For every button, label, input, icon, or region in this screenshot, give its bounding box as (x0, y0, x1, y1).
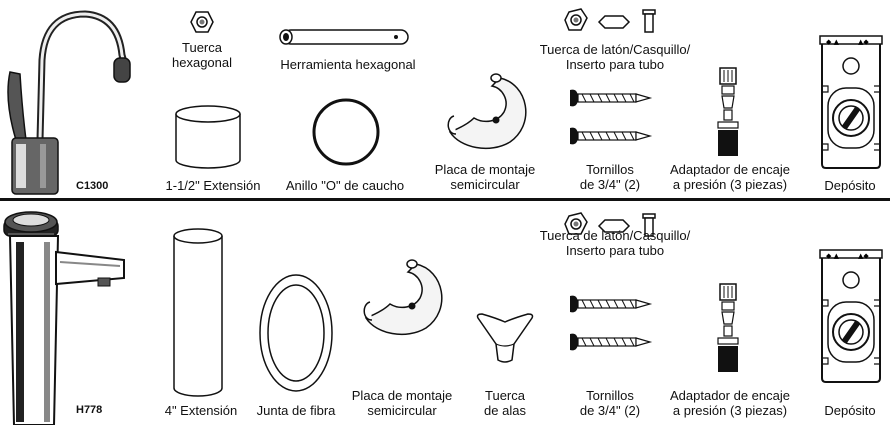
brass-nut-ferrule-insert-icon (564, 8, 656, 33)
brass-nut-label: Tuerca de latón/Casquillo/Inserto para t… (539, 228, 691, 258)
wing-nut-icon (476, 313, 534, 363)
hex-tool-icon (279, 29, 409, 45)
mounting-plate-icon (363, 259, 443, 336)
brass-nut-ferrule-insert-icon (564, 212, 656, 237)
push-fit-adapter-icon (717, 67, 739, 156)
faucet-h778-icon (3, 211, 125, 425)
svg-text:▲◆: ▲◆ (858, 252, 869, 260)
hex-nut-icon (190, 11, 214, 33)
model-label: C1300 (76, 180, 109, 192)
tank-icon: ◆ ▲ ▲◆ (819, 249, 883, 383)
fiber-gasket-icon (259, 274, 333, 392)
tank-label: Depósito (824, 178, 876, 193)
fiber-gasket-label: Junta de fibra (256, 403, 336, 418)
section-divider (0, 198, 890, 201)
tank-icon: ◆ ▲ ▲◆ (819, 35, 883, 169)
faucet-c1300-icon (7, 10, 131, 195)
svg-text:◆ ▲: ◆ ▲ (826, 252, 840, 260)
brass-nut-label: Tuerca de latón/Casquillo/Inserto para t… (539, 42, 691, 72)
screws-icon (570, 295, 653, 351)
extension-short-icon (175, 105, 241, 169)
mounting-plate-icon (447, 73, 527, 150)
model-label: H778 (76, 404, 103, 416)
screws-icon (570, 89, 653, 145)
svg-text:▲◆: ▲◆ (858, 38, 869, 46)
o-ring-icon (312, 98, 380, 166)
extension-label: 1-1/2" Extensión (165, 178, 261, 193)
kit-panel-h778: H778 Tuerca de latón/Casquillo/Inserto p… (0, 202, 890, 425)
hex-tool-label: Herramienta hexagonal (280, 57, 416, 72)
o-ring-label: Anillo "O" de caucho (285, 178, 405, 193)
svg-text:◆ ▲: ◆ ▲ (826, 38, 840, 46)
extension-long-icon (173, 228, 223, 397)
tank-label: Depósito (824, 403, 876, 418)
extension-label: 4" Extensión (164, 403, 238, 418)
push-fit-adapter-icon (717, 283, 739, 372)
